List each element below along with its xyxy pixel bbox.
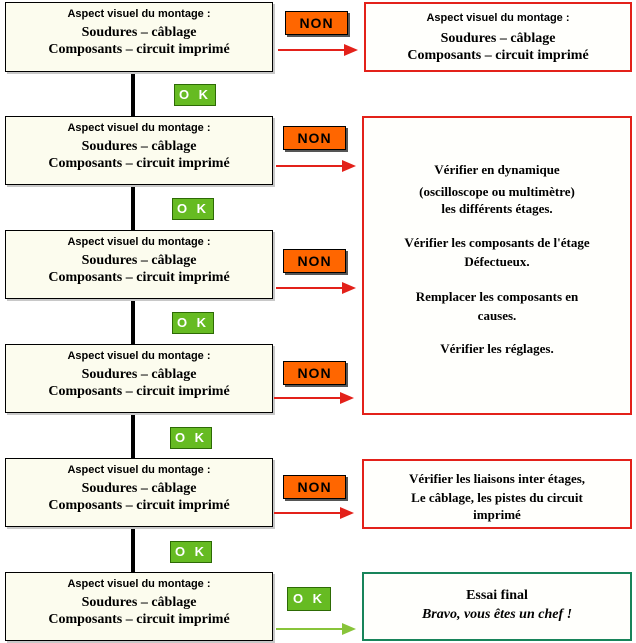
- step-title: Aspect visuel du montage :: [67, 464, 211, 476]
- step-line: Soudures – câblage: [81, 595, 197, 610]
- final-title: Essai final: [466, 588, 528, 603]
- ok-badge: O K: [172, 198, 214, 220]
- result-text: Le câblage, les pistes du circuit: [411, 490, 583, 505]
- step-line: Soudures – câblage: [81, 367, 197, 382]
- result-text: Vérifier les réglages.: [440, 341, 554, 356]
- arrow-right-icon: [274, 392, 354, 404]
- result-box-first: Aspect visuel du montage : Soudures – câ…: [364, 2, 632, 72]
- non-badge: NON: [285, 11, 348, 35]
- step-line: Composants – circuit imprimé: [48, 42, 230, 57]
- result-text: les différents étages.: [441, 201, 553, 216]
- ok-badge: O K: [170, 427, 212, 449]
- final-subtitle: Bravo, vous êtes un chef !: [421, 607, 573, 622]
- step-line: Composants – circuit imprimé: [48, 384, 230, 399]
- non-badge: NON: [283, 361, 346, 385]
- arrow-right-icon: [274, 507, 354, 519]
- result-text: (oscilloscope ou multimètre): [419, 184, 575, 199]
- result-title: Aspect visuel du montage :: [426, 12, 570, 24]
- step-title: Aspect visuel du montage :: [67, 350, 211, 362]
- connector-line: [131, 72, 135, 116]
- step-box-2: Aspect visuel du montage : Soudures – câ…: [5, 116, 273, 185]
- non-badge: NON: [283, 475, 346, 499]
- step-line: Soudures – câblage: [81, 139, 197, 154]
- connector-line: [131, 413, 135, 458]
- non-badge: NON: [283, 249, 346, 273]
- step-line: Composants – circuit imprimé: [48, 498, 230, 513]
- non-badge: NON: [283, 126, 346, 150]
- step-line: Soudures – câblage: [81, 481, 197, 496]
- step-box-1: Aspect visuel du montage : Soudures – câ…: [5, 2, 273, 72]
- result-text: imprimé: [473, 507, 521, 522]
- result-text: causes.: [477, 308, 517, 323]
- step-box-6: Aspect visuel du montage : Soudures – câ…: [5, 572, 273, 641]
- step-box-5: Aspect visuel du montage : Soudures – câ…: [5, 458, 273, 527]
- result-box-liaisons: Vérifier les liaisons inter étages, Le c…: [362, 459, 632, 529]
- result-box-final: Essai final Bravo, vous êtes un chef !: [362, 572, 632, 641]
- connector-line: [131, 527, 135, 572]
- step-box-4: Aspect visuel du montage : Soudures – câ…: [5, 344, 273, 413]
- result-text: Vérifier les liaisons inter étages,: [408, 471, 586, 486]
- arrow-right-icon: [278, 44, 358, 56]
- step-line: Composants – circuit imprimé: [48, 270, 230, 285]
- result-text: Vérifier en dynamique: [434, 162, 560, 177]
- ok-badge: O K: [170, 541, 212, 563]
- connector-line: [131, 299, 135, 344]
- ok-badge: O K: [174, 84, 216, 106]
- step-line: Composants – circuit imprimé: [48, 612, 230, 627]
- result-box-diagnostic: Vérifier en dynamique (oscilloscope ou m…: [362, 116, 632, 415]
- step-title: Aspect visuel du montage :: [67, 122, 211, 134]
- result-text: Vérifier les composants de l'étage: [404, 235, 590, 250]
- step-line: Composants – circuit imprimé: [48, 156, 230, 171]
- connector-line: [131, 185, 135, 230]
- result-line: Soudures – câblage: [440, 31, 556, 46]
- arrow-right-icon: [276, 623, 356, 635]
- step-title: Aspect visuel du montage :: [67, 236, 211, 248]
- arrow-right-icon: [276, 160, 356, 172]
- arrow-right-icon: [276, 282, 356, 294]
- step-line: Soudures – câblage: [81, 25, 197, 40]
- result-line: Composants – circuit imprimé: [407, 48, 589, 63]
- ok-badge-final: O K: [287, 587, 331, 611]
- step-title: Aspect visuel du montage :: [67, 578, 211, 590]
- result-text: Remplacer les composants en: [415, 289, 579, 304]
- ok-badge: O K: [172, 312, 214, 334]
- result-text: Défectueux.: [464, 254, 530, 269]
- step-line: Soudures – câblage: [81, 253, 197, 268]
- step-box-3: Aspect visuel du montage : Soudures – câ…: [5, 230, 273, 299]
- step-title: Aspect visuel du montage :: [67, 8, 211, 20]
